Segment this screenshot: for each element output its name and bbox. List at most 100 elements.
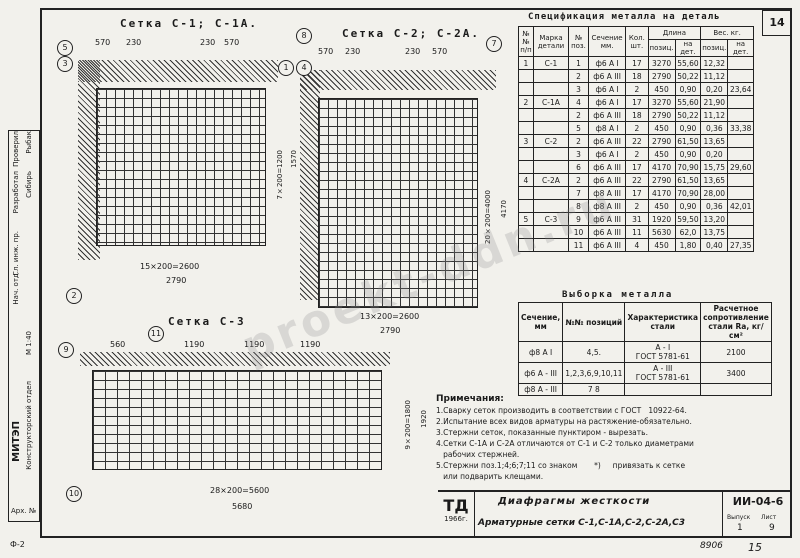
mesh2-dim-b: 230 xyxy=(345,47,361,56)
spec-cell-l2: 62,0 xyxy=(674,225,702,239)
vyb-val-pos: 7 8 xyxy=(587,385,600,394)
spec-cell-l2: 0,90 xyxy=(674,82,702,96)
vyb-cell-pos: 1,2,3,6,9,10,11 xyxy=(562,362,626,384)
spec-cell-sec: ф6 А III xyxy=(587,108,627,122)
spec-cell-l2: 0,90 xyxy=(674,199,702,213)
mesh2-grid xyxy=(318,98,478,308)
spec-cell-l1: 2790 xyxy=(647,134,676,148)
note-item: или подварить клещами. xyxy=(436,472,544,481)
spec-sh-3: позиц. xyxy=(700,39,729,57)
spec-cell-sec: ф6 А III xyxy=(587,160,627,174)
spec-cell-w2: 42,01 xyxy=(727,199,754,213)
spec-cell-w1: 0,40 xyxy=(700,238,729,252)
spec-cell-w1: 21,90 xyxy=(700,95,729,109)
mesh3-height: 1920 xyxy=(420,410,428,428)
spec-cell-l2: 0,90 xyxy=(674,121,702,135)
vyb-cell-sec: ф6 А - III xyxy=(517,362,564,384)
issue-no: 1 xyxy=(737,523,743,533)
vyb-val-sec: ф6 А - III xyxy=(524,368,557,378)
spec-cell-w1: 0,36 xyxy=(700,121,729,135)
spec-cell-mark xyxy=(532,121,570,135)
mesh3-dim-c: 1190 xyxy=(244,340,265,349)
spec-cell-qty: 17 xyxy=(625,95,649,109)
spec-cell-n: 4 xyxy=(518,173,534,187)
spec-cell-mark: С-1А xyxy=(532,95,570,109)
spec-h-pos: № поз. xyxy=(568,26,589,57)
dept-name: Конструкторский отдел xyxy=(25,381,33,470)
vyb-cell-r xyxy=(700,383,772,396)
spec-cell-l1: 2790 xyxy=(647,69,676,83)
spec-cell-l2: 55,60 xyxy=(674,95,702,109)
callout-9: 9 xyxy=(58,342,74,358)
mesh3-dim-b: 1190 xyxy=(184,340,205,349)
mesh3-dim-a: 560 xyxy=(110,340,126,349)
mesh1-vspan: 7×200=1200 xyxy=(276,150,284,200)
vyb-val-char1: А - I xyxy=(655,343,671,352)
spec-cell-n: 3 xyxy=(518,134,534,148)
callout-8: 8 xyxy=(296,28,312,44)
callout-10: 10 xyxy=(66,486,82,502)
title-name-1: Диафрагмы жесткости xyxy=(498,496,651,507)
spec-cell-w1: 0,20 xyxy=(700,147,729,161)
vyb-cell-sec: ф8 А I xyxy=(517,341,564,363)
spec-cell-w2 xyxy=(727,147,754,161)
spec-cell-sec: ф6 А III xyxy=(587,134,627,148)
spec-cell-w2 xyxy=(727,225,754,239)
spec-cell-n xyxy=(518,69,534,83)
spec-cell-w1: 13,65 xyxy=(700,134,729,148)
spec-cell-l1: 3270 xyxy=(647,56,676,70)
mesh3-vspan: 9×200=1800 xyxy=(404,400,412,450)
spec-cell-w2: 29,60 xyxy=(727,160,754,174)
vyb-h-r: Расчетное сопротивление стали Ra, кг/см² xyxy=(700,302,772,342)
spec-cell-l2: 61,50 xyxy=(674,173,702,187)
spec-cell-qty: 17 xyxy=(625,160,649,174)
mesh2-hatch-top xyxy=(300,70,496,90)
spec-cell-mark xyxy=(532,82,570,96)
spec-cell-qty: 2 xyxy=(625,121,649,135)
spec-cell-qty: 4 xyxy=(625,238,649,252)
callout-5: 5 xyxy=(57,40,73,56)
spec-cell-l2: 70,90 xyxy=(674,160,702,174)
spec-cell-pos: 5 xyxy=(568,121,589,135)
spec-cell-l1: 450 xyxy=(647,147,676,161)
vyb-val-char1: А - III xyxy=(653,364,673,373)
spec-cell-l2: 70,90 xyxy=(674,186,702,200)
callout-4: 4 xyxy=(296,60,312,76)
spec-cell-sec: ф6 А I xyxy=(587,147,627,161)
footer-num: 8906 xyxy=(700,541,723,551)
spec-h-wt: Вес. кг. xyxy=(700,26,754,40)
spec-cell-l1: 2790 xyxy=(647,173,676,187)
spec-cell-qty: 2 xyxy=(625,147,649,161)
spec-cell-qty: 17 xyxy=(625,186,649,200)
spec-cell-qty: 18 xyxy=(625,108,649,122)
footer-page: 15 xyxy=(748,541,762,554)
issue-label: Выпуск xyxy=(727,514,751,521)
spec-cell-qty: 17 xyxy=(625,56,649,70)
spec-cell-n xyxy=(518,121,534,135)
vyb-val-char2: ГОСТ 5781-61 xyxy=(635,373,690,382)
spec-cell-w1: 13,20 xyxy=(700,212,729,226)
year: 1966г. xyxy=(444,515,468,523)
name-3: Сибирь xyxy=(25,171,33,198)
scale-label: М 1:40 xyxy=(25,331,33,355)
spec-h-len: Длина xyxy=(647,26,702,40)
spec-cell-pos: 2 xyxy=(568,108,589,122)
spec-cell-sec: ф6 А III xyxy=(587,238,627,252)
role-1: Нач. отд. xyxy=(12,271,20,305)
mesh1-title: Сетка С-1; С-1А. xyxy=(120,17,258,30)
spec-cell-mark: С-1 xyxy=(532,56,570,70)
spec-cell-qty: 22 xyxy=(625,134,649,148)
role-4: Проверил xyxy=(12,131,20,167)
drawing-frame xyxy=(40,8,792,538)
spec-cell-mark: С-2А xyxy=(532,173,570,187)
spec-cell-l1: 450 xyxy=(647,238,676,252)
spec-cell-l2: 59,50 xyxy=(674,212,702,226)
